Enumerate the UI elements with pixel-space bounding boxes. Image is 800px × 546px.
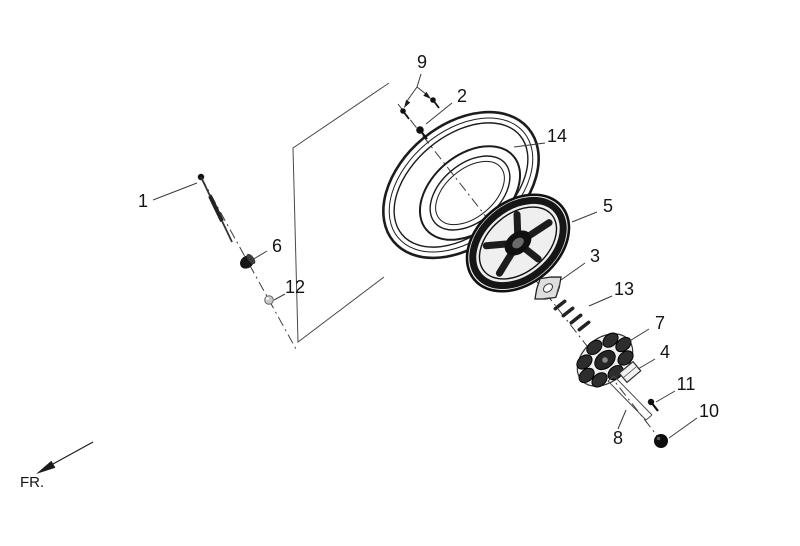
hub-coupling xyxy=(534,276,562,300)
callout-5: 5 xyxy=(603,196,613,216)
front-direction-marker: FR. xyxy=(20,441,94,491)
callout-9: 9 xyxy=(417,52,427,72)
axle-nut xyxy=(654,434,668,448)
callout-14: 14 xyxy=(547,126,567,146)
drive-hub xyxy=(576,332,634,388)
small-bolt xyxy=(647,398,659,412)
callout-6: 6 xyxy=(272,236,282,256)
wheel-rim xyxy=(465,193,571,293)
callout-1: 1 xyxy=(138,191,148,211)
callout-10: 10 xyxy=(699,401,719,421)
callout-leaders xyxy=(152,73,698,439)
axle-shaft xyxy=(197,173,233,243)
callout-2: 2 xyxy=(457,86,467,106)
bracket-plate xyxy=(618,360,642,384)
callout-9-arrows xyxy=(404,73,431,108)
rim-bolts xyxy=(400,97,440,120)
callout-11: 11 xyxy=(677,374,696,394)
valve-bolt xyxy=(416,126,428,140)
callout-7: 7 xyxy=(655,313,665,333)
hub-petals xyxy=(576,332,634,388)
center-axis-axle xyxy=(200,176,297,350)
stay-rod xyxy=(607,375,653,421)
callout-4: 4 xyxy=(660,342,670,362)
callout-8: 8 xyxy=(613,428,623,448)
callout-13: 13 xyxy=(614,279,634,299)
damper-springs xyxy=(553,299,591,332)
rim-spokes xyxy=(482,210,553,277)
front-arrow-icon xyxy=(36,460,56,474)
callout-12: 12 xyxy=(285,277,305,297)
reference-outline xyxy=(292,82,390,343)
callout-3: 3 xyxy=(590,246,600,266)
fr-label: FR. xyxy=(20,474,44,491)
flange-nut xyxy=(240,253,256,269)
callout-labels: 1 2 3 4 5 6 7 8 9 10 11 12 13 14 xyxy=(138,52,719,448)
steel-ball xyxy=(264,295,274,305)
